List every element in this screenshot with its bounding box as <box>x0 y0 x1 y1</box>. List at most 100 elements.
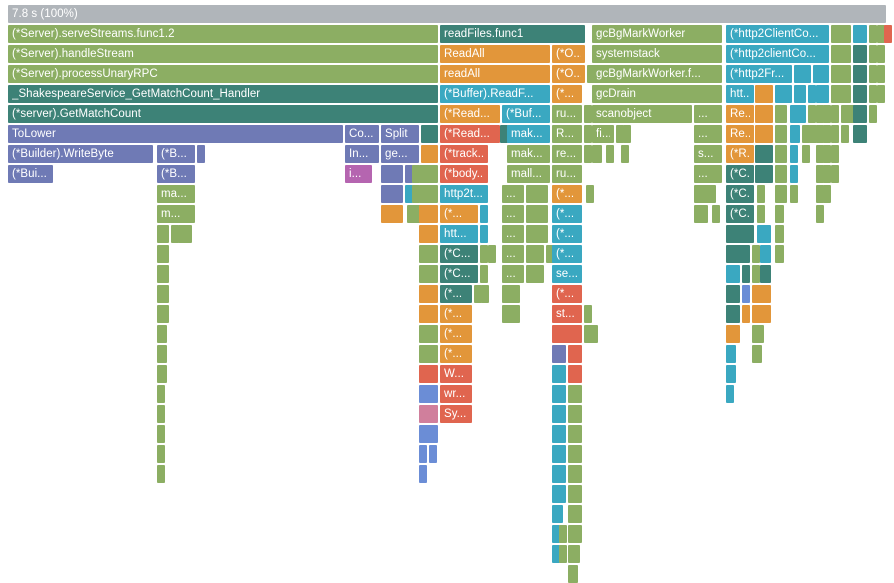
flame-frame-unlabeled[interactable] <box>847 105 855 123</box>
total-duration-bar[interactable]: 7.8 s (100%) <box>8 5 886 23</box>
flame-frame-unlabeled[interactable] <box>157 305 169 323</box>
flame-frame-unlabeled[interactable] <box>755 125 773 143</box>
flame-frame-unlabeled[interactable] <box>816 105 824 123</box>
flame-frame-unlabeled[interactable] <box>802 125 810 143</box>
flame-frame[interactable]: (*http2Fr... <box>726 65 792 83</box>
flame-frame-unlabeled[interactable] <box>752 265 760 283</box>
flame-frame-unlabeled[interactable] <box>419 225 438 243</box>
flame-frame-unlabeled[interactable] <box>853 125 867 143</box>
flame-frame-unlabeled[interactable] <box>500 125 508 143</box>
flame-frame[interactable]: htt... <box>440 225 478 243</box>
flame-frame-unlabeled[interactable] <box>726 265 740 283</box>
flame-frame-unlabeled[interactable] <box>775 205 784 223</box>
flame-frame[interactable]: (*B... <box>157 165 195 183</box>
flame-frame-unlabeled[interactable] <box>419 245 438 263</box>
flame-frame-unlabeled[interactable] <box>752 245 760 263</box>
flame-frame-unlabeled[interactable] <box>552 425 566 443</box>
flame-frame-unlabeled[interactable] <box>760 265 771 283</box>
flame-frame[interactable]: ... <box>502 185 524 203</box>
flame-frame-unlabeled[interactable] <box>757 185 765 203</box>
flame-frame-unlabeled[interactable] <box>831 165 839 183</box>
flame-frame-unlabeled[interactable] <box>480 265 488 283</box>
flame-frame[interactable]: (*Read... <box>440 105 500 123</box>
flame-frame[interactable]: (*... <box>440 285 472 303</box>
flame-frame-unlabeled[interactable] <box>157 285 169 303</box>
flame-frame[interactable]: (*C... <box>440 245 478 263</box>
flame-frame-unlabeled[interactable] <box>808 85 816 103</box>
flame-frame-unlabeled[interactable] <box>726 305 740 323</box>
flame-frame-unlabeled[interactable] <box>790 145 798 163</box>
flame-frame[interactable]: ToLower <box>8 125 343 143</box>
flame-frame-unlabeled[interactable] <box>526 245 544 263</box>
flame-frame[interactable]: ReadAll <box>440 45 550 63</box>
flame-frame-unlabeled[interactable] <box>816 85 829 103</box>
flame-frame-unlabeled[interactable] <box>877 45 885 63</box>
flame-frame-unlabeled[interactable] <box>421 145 438 163</box>
flame-frame-unlabeled[interactable] <box>816 205 824 223</box>
flame-frame[interactable]: ge... <box>381 145 419 163</box>
flame-frame-unlabeled[interactable] <box>823 165 831 183</box>
flame-frame-unlabeled[interactable] <box>552 345 566 363</box>
flame-frame-unlabeled[interactable] <box>568 465 582 483</box>
flame-frame-unlabeled[interactable] <box>616 125 624 143</box>
flame-frame-unlabeled[interactable] <box>755 105 773 123</box>
flame-frame-unlabeled[interactable] <box>584 125 592 143</box>
flame-frame-unlabeled[interactable] <box>157 325 167 343</box>
flame-frame-unlabeled[interactable] <box>606 145 614 163</box>
flame-frame-unlabeled[interactable] <box>755 145 773 163</box>
flame-frame-unlabeled[interactable] <box>831 45 851 63</box>
flame-frame-unlabeled[interactable] <box>480 225 488 243</box>
flame-frame-unlabeled[interactable] <box>157 385 165 403</box>
flame-frame-unlabeled[interactable] <box>184 225 192 243</box>
flame-frame[interactable]: readFiles.func1 <box>440 25 585 43</box>
flame-frame[interactable]: ... <box>502 245 524 263</box>
flame-frame-unlabeled[interactable] <box>552 445 566 463</box>
flame-frame-unlabeled[interactable] <box>813 65 829 83</box>
flame-frame-unlabeled[interactable] <box>752 305 771 323</box>
flame-frame[interactable]: W... <box>440 365 472 383</box>
flame-frame[interactable]: re... <box>552 145 582 163</box>
flame-frame-unlabeled[interactable] <box>157 345 167 363</box>
flame-frame-unlabeled[interactable] <box>419 385 438 403</box>
flame-frame-unlabeled[interactable] <box>831 85 851 103</box>
flame-frame[interactable]: (*body... <box>440 165 488 183</box>
flame-frame-unlabeled[interactable] <box>568 505 582 523</box>
flame-frame-unlabeled[interactable] <box>157 445 165 463</box>
flame-frame-unlabeled[interactable] <box>775 185 787 203</box>
flame-frame-unlabeled[interactable] <box>823 105 831 123</box>
flame-frame-unlabeled[interactable] <box>823 125 831 143</box>
flame-frame[interactable]: ru... <box>552 165 582 183</box>
flame-frame-unlabeled[interactable] <box>757 225 771 243</box>
flame-frame-unlabeled[interactable] <box>568 545 580 563</box>
flame-frame-unlabeled[interactable] <box>419 405 438 423</box>
flame-frame[interactable]: s... <box>694 145 722 163</box>
flame-frame[interactable]: (*server).GetMatchCount <box>8 105 438 123</box>
flame-frame-unlabeled[interactable] <box>726 365 736 383</box>
flame-frame-unlabeled[interactable] <box>568 485 582 503</box>
flame-frame-unlabeled[interactable] <box>412 185 420 203</box>
flame-frame-unlabeled[interactable] <box>809 125 817 143</box>
flame-frame-unlabeled[interactable] <box>552 365 566 383</box>
flame-frame-unlabeled[interactable] <box>419 165 438 183</box>
flame-frame[interactable]: (*Read... <box>440 125 500 143</box>
flame-frame-unlabeled[interactable] <box>584 305 592 323</box>
flame-frame-unlabeled[interactable] <box>742 285 750 303</box>
flame-frame-unlabeled[interactable] <box>552 485 566 503</box>
flame-frame-unlabeled[interactable] <box>419 445 427 463</box>
flame-frame-unlabeled[interactable] <box>877 65 885 83</box>
flame-frame-unlabeled[interactable] <box>755 85 773 103</box>
flame-frame-unlabeled[interactable] <box>419 265 438 283</box>
flame-frame[interactable]: ma... <box>157 185 195 203</box>
flame-frame[interactable]: gcBgMarkWorker.f... <box>592 65 722 83</box>
flame-frame-unlabeled[interactable] <box>853 25 867 43</box>
flame-frame-unlabeled[interactable] <box>552 325 582 343</box>
flame-frame-unlabeled[interactable] <box>869 45 877 63</box>
flame-frame-unlabeled[interactable] <box>790 185 798 203</box>
flame-frame-unlabeled[interactable] <box>405 185 413 203</box>
flame-frame[interactable]: gcDrain <box>592 85 722 103</box>
flame-frame-unlabeled[interactable] <box>526 225 548 243</box>
flame-frame-unlabeled[interactable] <box>775 245 784 263</box>
flame-frame-unlabeled[interactable] <box>853 45 867 63</box>
flame-frame-unlabeled[interactable] <box>157 245 169 263</box>
